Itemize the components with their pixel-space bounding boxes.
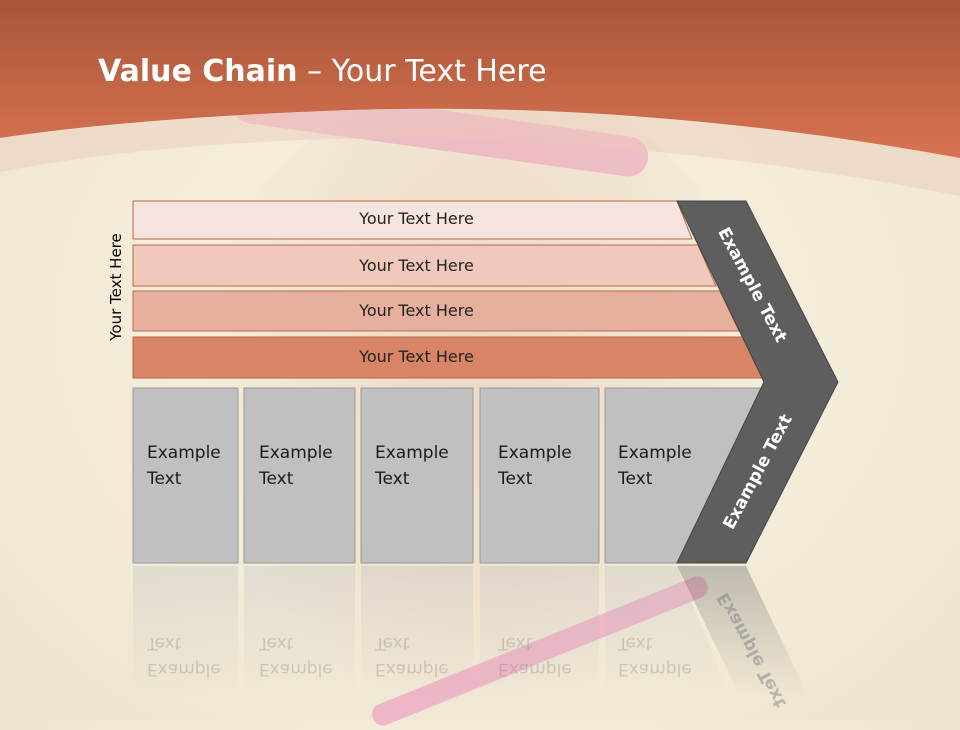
activity-box-1 — [132, 387, 239, 564]
reflection-5-line-2: Text — [618, 633, 653, 653]
title-bold: Value Chain — [98, 54, 298, 89]
box-5-line-2: Text — [618, 469, 653, 489]
box-4-line-1: Example — [498, 443, 572, 463]
activity-box-3 — [360, 387, 474, 564]
box-5-line-1: Example — [618, 443, 692, 463]
bar-shape-1 — [132, 200, 693, 240]
reflection-text-5: Example Text — [618, 630, 708, 682]
title-rest: – Your Text Here — [297, 54, 547, 89]
reflection-4-line-2: Text — [498, 633, 533, 653]
box-1-line-1: Example — [147, 443, 221, 463]
reflection-5-line-1: Example — [618, 659, 692, 679]
bar-label-4: Your Text Here — [359, 347, 474, 366]
chevron-shape — [676, 200, 839, 564]
activity-box-2 — [243, 387, 356, 564]
reflection-text-4: Example Text — [498, 630, 588, 682]
reflection-1-line-2: Text — [147, 633, 182, 653]
box-3-line-2: Text — [375, 469, 410, 489]
header-band — [0, 0, 960, 196]
reflection-2-line-2: Text — [259, 633, 294, 653]
reflection-text-1: Example Text — [147, 630, 237, 682]
box-2-line-2: Text — [259, 469, 294, 489]
box-3-line-1: Example — [375, 443, 449, 463]
reflection-box-5 — [605, 566, 730, 696]
bar-label-3: Your Text Here — [359, 301, 474, 320]
reflection-text-3: Example Text — [375, 630, 465, 682]
box-4-line-2: Text — [498, 469, 533, 489]
box-1-line-2: Text — [147, 469, 182, 489]
bar-label-2: Your Text Here — [359, 256, 474, 275]
reflection-text-2: Example Text — [259, 630, 349, 682]
reflection-4-line-1: Example — [498, 659, 572, 679]
bar-label-1: Your Text Here — [359, 209, 474, 228]
reflection-1-line-1: Example — [147, 659, 221, 679]
reflection-2-line-1: Example — [259, 659, 333, 679]
reflection-box-3 — [361, 566, 473, 696]
reflection-chevron — [677, 566, 808, 696]
reflection-box-1 — [133, 566, 238, 696]
slide-title: Value Chain – Your Text Here — [98, 54, 547, 89]
reflection-box-2 — [244, 566, 355, 696]
reflection-box-4 — [480, 566, 599, 696]
reflection-3-line-2: Text — [375, 633, 410, 653]
activity-box-4 — [479, 387, 600, 564]
box-2-line-1: Example — [259, 443, 333, 463]
reflection-3-line-1: Example — [375, 659, 449, 679]
bar-shape-2 — [132, 244, 717, 287]
